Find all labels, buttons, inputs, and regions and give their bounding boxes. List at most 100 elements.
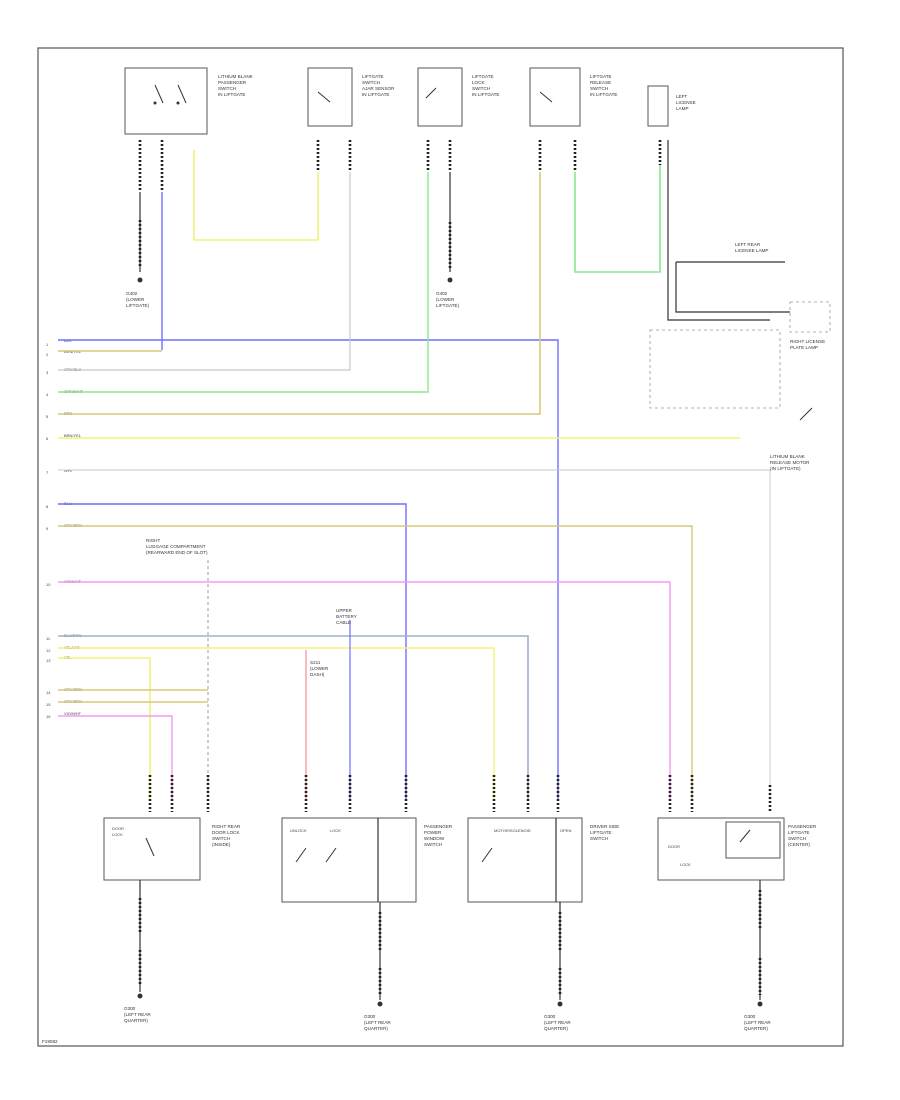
bottom-switch-4-label-3: SWITCH <box>788 836 806 841</box>
pin-6: 6 <box>46 436 49 441</box>
top-switch-a-label-3: SWITCH <box>218 86 236 91</box>
top-switch-c-label-3: SWITCH <box>472 86 490 91</box>
right-lamp-label-1: LEFT REAR <box>735 242 761 247</box>
top-license-lamp: LEFT LICENSE LAMP <box>647 85 696 127</box>
right-lamp-label-2: LICENSE LAMP <box>735 248 768 253</box>
bottom-ground-3-label-3: QUARTER) <box>544 1026 568 1031</box>
diagram-frame <box>37 47 844 1047</box>
top-switch-c-label-4: IN LIFTGATE <box>472 92 499 97</box>
right-lamp-labels: LEFT REAR LICENSE LAMP RIGHT LICENSE PLA… <box>649 242 831 471</box>
pin-14: 14 <box>46 690 51 695</box>
bottom-switch-1-label-4: (INSIDE) <box>212 842 231 847</box>
junction-note-3: CABLE <box>336 620 351 625</box>
top-ground-1-label-3: LIFTGATE) <box>126 303 150 308</box>
bottom-switch-1-label-1: RIGHT REAR <box>212 824 241 829</box>
bottom-switch-4-inner-1: DOOR <box>668 844 680 849</box>
bottom-ground-1-label-3: QUARTER) <box>124 1018 148 1023</box>
top-switch-d-label-1: LIFTGATE <box>590 74 612 79</box>
splice-note-3: DASH) <box>310 672 325 677</box>
bottom-switch-4-label-2: LIFTGATE <box>788 830 810 835</box>
junction-note-1: UPPER <box>336 608 353 613</box>
bottom-switch-2-label-2: POWER <box>424 830 442 835</box>
top-connectors <box>138 140 662 192</box>
splice-note-2: (LOWER <box>310 666 329 671</box>
release-label-2: RELEASE MOTOR <box>770 460 810 465</box>
pin-16: 16 <box>46 714 51 719</box>
top-switch-c-label-2: LOCK <box>472 80 485 85</box>
splice-note-1: S211 <box>310 660 321 665</box>
top-switch-b-label-3: AJAR SENSOR <box>362 86 395 91</box>
bottom-ground-2-label-1: G300 <box>364 1014 376 1019</box>
footer-code: F19082 <box>42 1039 58 1044</box>
top-ground-2-label-3: LIFTGATE) <box>436 303 460 308</box>
bottom-switch-4-label-4: (CENTER) <box>788 842 810 847</box>
top-switch-d: LIFTGATE RELEASE SWITCH IN LIFTGATE <box>529 67 617 127</box>
pin-7: 7 <box>46 470 49 475</box>
top-switch-b-label-2: SWITCH <box>362 80 380 85</box>
pin-1: 1 <box>46 342 49 347</box>
bottom-switch-2-label-3: WINDOW <box>424 836 445 841</box>
top-ground-2: G402 (LOWER LIFTGATE) <box>436 172 460 308</box>
lamp-label-2: LICENSE <box>676 100 696 105</box>
pin-9: 9 <box>46 526 49 531</box>
top-switch-d-label-2: RELEASE <box>590 80 611 85</box>
bottom-ground-3-label-2: (LEFT REAR <box>544 1020 571 1025</box>
bottom-ground-2-label-3: QUARTER) <box>364 1026 388 1031</box>
top-switch-a-label-1: LITHIUM BLANK <box>218 74 254 79</box>
bottom-ground-4-label-2: (LEFT REAR <box>744 1020 771 1025</box>
junction-note-2: BATTERY <box>336 614 357 619</box>
top-ground-1-label-1: G402 <box>126 291 138 296</box>
top-ground-2-label-1: G402 <box>436 291 448 296</box>
bottom-switch-3-inner-1: MOTOR/SOLENOID <box>494 828 531 833</box>
bottom-ground-2-label-2: (LEFT REAR <box>364 1020 391 1025</box>
top-ground-1-label-2: (LOWER <box>126 297 145 302</box>
bottom-switch-1-label-3: SWITCH <box>212 836 230 841</box>
pin-8: 8 <box>46 504 49 509</box>
pin-3: 3 <box>46 370 49 375</box>
release-label-1: LITHIUM BLANK <box>770 454 806 459</box>
pin-4: 4 <box>46 392 49 397</box>
bottom-ground-4: G300 (LEFT REAR QUARTER) <box>744 880 771 1031</box>
bottom-switch-3-inner-2: OPEN <box>560 828 571 833</box>
main-wires <box>58 172 771 800</box>
top-switch-a-label-4: IN LIFTGATE <box>218 92 245 97</box>
middle-notes: RIGHT LUGGAGE COMPARTMENT (REARWARD END … <box>146 538 357 677</box>
bottom-ground-3-label-1: G300 <box>544 1014 556 1019</box>
lamp-label-3: LAMP <box>676 106 689 111</box>
pin-10: 10 <box>46 582 51 587</box>
left-pin-column: 1 2 3 4 5 6 7 8 9 10 11 12 13 14 15 16 B… <box>46 338 84 719</box>
bottom-switch-3: MOTOR/SOLENOID OPEN DRIVER SIDE LIFTGATE… <box>467 817 619 903</box>
bottom-switch-1-inner-2: LOCK <box>112 832 123 837</box>
bottom-switch-2-inner-1: UNLOCK <box>290 828 307 833</box>
bottom-ground-2: G300 (LEFT REAR QUARTER) <box>364 902 391 1031</box>
bottom-switch-3-label-3: SWITCH <box>590 836 608 841</box>
pin-13: 13 <box>46 658 51 663</box>
top-switch-d-label-3: SWITCH <box>590 86 608 91</box>
bottom-switch-2: UNLOCK LOCK PASSENGER POWER WINDOW SWITC… <box>281 817 453 903</box>
pin-2: 2 <box>46 352 49 357</box>
top-switch-b-label-1: LIFTGATE <box>362 74 384 79</box>
right-plate-lamp-label-1: RIGHT LICENSE <box>790 339 825 344</box>
top-wires <box>161 140 790 350</box>
wire-label-7: WHT <box>64 468 74 473</box>
lamp-label-1: LEFT <box>676 94 687 99</box>
wire-label-16: VIO/WHT <box>64 711 82 716</box>
top-switch-b-label-4: IN LIFTGATE <box>362 92 389 97</box>
bottom-switch-3-label-2: LIFTGATE <box>590 830 612 835</box>
bottom-ground-1-label-1: G300 <box>124 1006 136 1011</box>
top-switch-a: LITHIUM BLANK PASSENGER SWITCH IN LIFTGA… <box>124 67 254 135</box>
bottom-switch-4-inner-2: LOCK <box>680 862 691 867</box>
pin-12: 12 <box>46 648 51 653</box>
middle-note-3: (REARWARD END OF SLOT) <box>146 550 208 555</box>
top-switch-a-label-2: PASSENGER <box>218 80 247 85</box>
top-switch-c: LIFTGATE LOCK SWITCH IN LIFTGATE <box>417 67 499 127</box>
middle-note-2: LUGGAGE COMPARTMENT <box>146 544 206 549</box>
bottom-switch-1-label-2: DOOR LOCK <box>212 830 241 835</box>
bottom-ground-1-label-2: (LEFT REAR <box>124 1012 151 1017</box>
bottom-switch-3-label-1: DRIVER SIDE <box>590 824 619 829</box>
pin-11: 11 <box>46 636 51 641</box>
top-switch-c-label-1: LIFTGATE <box>472 74 494 79</box>
right-plate-lamp-label-2: PLATE LAMP <box>790 345 818 350</box>
top-switch-b: LIFTGATE SWITCH AJAR SENSOR IN LIFTGATE <box>307 67 395 127</box>
